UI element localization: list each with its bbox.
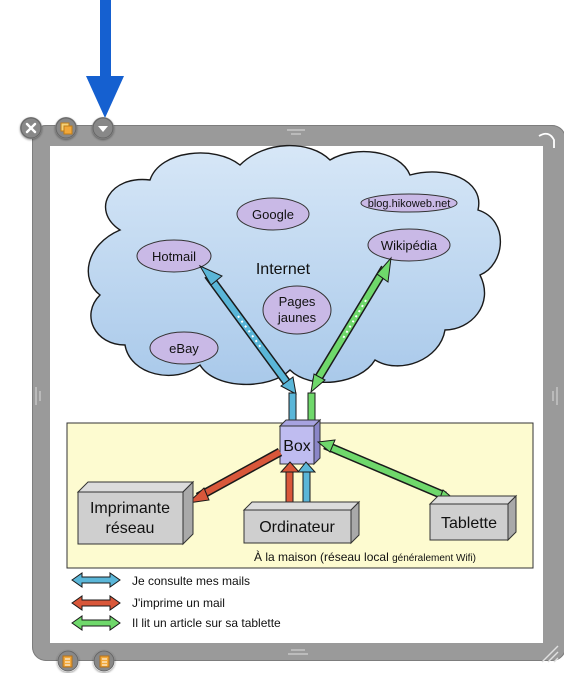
site-wikipedia — [367, 228, 451, 262]
site-jaunes-label: jaunes — [277, 310, 317, 325]
legend-label-print: J'imprime un mail — [132, 596, 225, 610]
site-google — [236, 197, 310, 231]
site-wikipedia-label: Wikipédia — [381, 238, 438, 253]
device-computer — [242, 500, 361, 545]
site-blog — [360, 193, 458, 213]
tablet-label: Tablette — [441, 515, 497, 532]
site-hotmail — [136, 239, 212, 273]
top-resize-handle[interactable] — [285, 128, 307, 136]
bottom-resize-handle[interactable] — [287, 647, 309, 657]
close-icon — [20, 117, 42, 139]
cloud-label: Internet — [256, 261, 311, 278]
site-hotmail-label: Hotmail — [152, 249, 196, 264]
printer-label-2: réseau — [106, 520, 155, 537]
layer-up-button[interactable] — [93, 650, 115, 672]
arrow-mail — [198, 264, 297, 395]
device-tablet — [428, 494, 518, 542]
layer-down-icon — [57, 650, 79, 672]
legend-label-tablet: Il lit un article sur sa tablette — [132, 616, 281, 630]
legend-arrow-blue — [71, 572, 121, 588]
legend-label-mail: Je consulte mes mails — [132, 574, 250, 588]
left-resize-handle[interactable] — [34, 385, 42, 407]
site-google-label: Google — [252, 207, 294, 222]
site-ebay-label: eBay — [169, 341, 199, 356]
menu-button[interactable] — [92, 117, 114, 139]
arrow-tablet-internet — [310, 256, 392, 394]
box-label: Box — [283, 438, 311, 455]
right-resize-handle[interactable] — [551, 385, 559, 407]
printer-label-1: Imprimante — [90, 500, 170, 517]
site-pages-label: Pages — [279, 294, 316, 309]
site-pagesjaunes — [262, 285, 332, 335]
duplicate-button[interactable] — [55, 117, 77, 139]
layer-down-button[interactable] — [57, 650, 79, 672]
home-zone-label-small: généralement Wifi) — [392, 553, 476, 564]
legend-arrow-red — [71, 595, 121, 611]
computer-label: Ordinateur — [259, 519, 335, 536]
site-ebay — [149, 331, 219, 365]
layer-up-icon — [93, 650, 115, 672]
rotate-icon[interactable] — [537, 130, 559, 150]
corner-resize-icon[interactable] — [538, 642, 560, 664]
close-button[interactable] — [20, 117, 42, 139]
menu-icon — [92, 117, 114, 139]
home-zone-label: À la maison (réseau local généralement W… — [254, 549, 476, 564]
home-zone-label-main: À la maison (réseau local — [254, 549, 392, 564]
duplicate-icon — [55, 117, 77, 139]
device-printer — [76, 480, 195, 546]
legend-arrow-green — [71, 615, 121, 631]
arrow-box-up — [288, 392, 316, 425]
site-blog-label: blog.hikoweb.net — [368, 198, 451, 210]
box-router — [278, 418, 322, 466]
